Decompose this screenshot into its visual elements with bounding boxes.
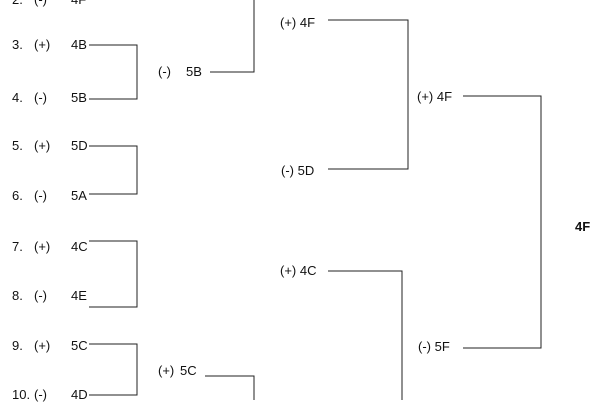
r1-line-5-6 <box>89 145 138 195</box>
seed-7-sign: (+) <box>34 239 51 254</box>
seed-7-team: 4C <box>71 239 88 254</box>
seed-5-sign: (+) <box>34 138 51 153</box>
seed-5-team: 5D <box>71 138 88 153</box>
round2-slot-2-team: 5C <box>180 363 197 378</box>
r2-line-5b <box>210 0 255 73</box>
round3-slot-3: (+) 4C <box>280 263 317 278</box>
seed-8-team: 4E <box>71 288 87 303</box>
round2-slot-1-team: 5B <box>186 64 202 79</box>
seed-6-team: 5A <box>71 188 87 203</box>
round2-slot-1-sign: (-) <box>158 64 171 79</box>
seed-9-sign: (+) <box>34 338 51 353</box>
seed-2-team: 4F <box>71 0 86 7</box>
r1-line-9-10 <box>89 343 138 396</box>
r4-line-final <box>463 95 542 349</box>
round4-slot-2: (-) 5F <box>418 339 450 354</box>
seed-3-number: 3. <box>12 37 23 52</box>
r1-line-3-4 <box>89 44 138 100</box>
seed-4-team: 5B <box>71 90 87 105</box>
seed-2-sign: (-) <box>34 0 47 7</box>
seed-4-sign: (-) <box>34 90 47 105</box>
r3-line-4f-5d <box>328 19 409 170</box>
seed-3-team: 4B <box>71 37 87 52</box>
seed-7-number: 7. <box>12 239 23 254</box>
seed-5-number: 5. <box>12 138 23 153</box>
seed-4-number: 4. <box>12 90 23 105</box>
seed-10-number: 10. <box>12 387 31 402</box>
round4-slot-1: (+) 4F <box>417 89 453 104</box>
seed-6-sign: (-) <box>34 188 47 203</box>
seed-10-team: 4D <box>71 387 88 402</box>
round3-slot-1: (+) 4F <box>280 15 316 30</box>
r2-line-5c <box>205 375 255 400</box>
round2-slot-2-sign: (+) <box>158 363 175 378</box>
round3-slot-2: (-) 5D <box>281 163 315 178</box>
seed-3-sign: (+) <box>34 37 51 52</box>
seed-8-sign: (-) <box>34 288 47 303</box>
seed-9-team: 5C <box>71 338 88 353</box>
champion-label: 4F <box>575 219 591 234</box>
r3-line-4c <box>328 270 403 400</box>
seed-9-number: 9. <box>12 338 23 353</box>
seed-8-number: 8. <box>12 288 23 303</box>
r1-line-7-8 <box>89 240 138 308</box>
seed-10-sign: (-) <box>34 387 47 402</box>
seed-6-number: 6. <box>12 188 23 203</box>
seed-2-number: 2. <box>12 0 23 7</box>
